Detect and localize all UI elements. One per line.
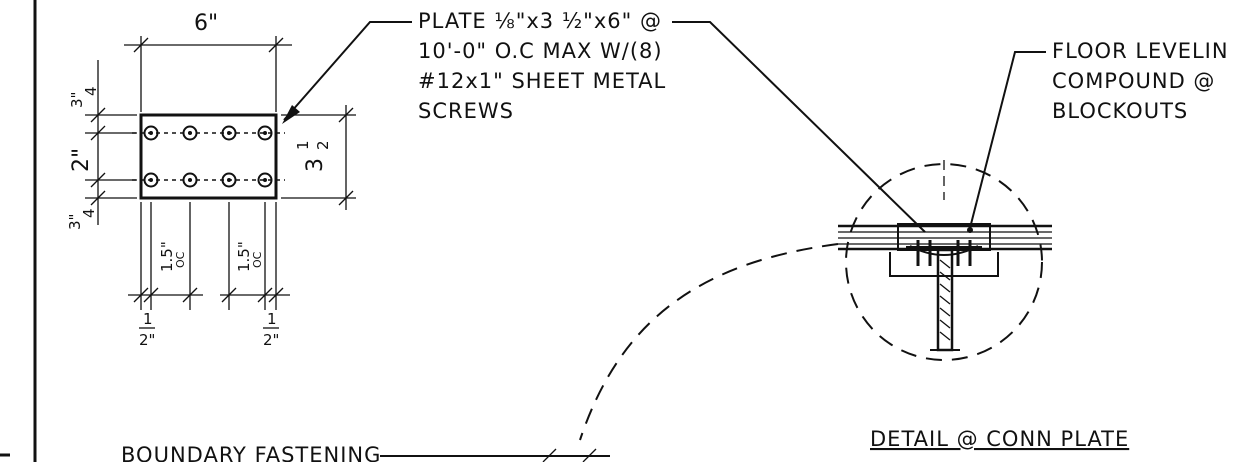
dim-edge-bottom-label: 3" bbox=[66, 214, 84, 230]
detail-title: DETAIL @ CONN PLATE bbox=[870, 427, 1129, 451]
plate-note: PLATE ⅛"x3 ½"x6" @ 10'-0" O.C MAX W/(8) … bbox=[418, 9, 666, 123]
boundary-note-leader bbox=[380, 448, 610, 462]
plate-note-line-1: PLATE ⅛"x3 ½"x6" @ bbox=[418, 9, 662, 33]
floor-note-leader bbox=[969, 51, 1046, 229]
floor-note-line-3: BLOCKOUTS bbox=[1052, 99, 1188, 123]
plate-note-leader bbox=[283, 21, 412, 121]
dim-edge-left-den: 2" bbox=[139, 331, 155, 349]
dim-screw-space-b: 1.5" bbox=[235, 241, 253, 272]
dim-height-num: 1 bbox=[294, 140, 312, 150]
boundary-note: BOUNDARY FASTENING bbox=[121, 443, 381, 462]
dim-plate-width-label: 6" bbox=[194, 11, 218, 36]
callout-dashed-arc bbox=[579, 243, 839, 441]
dim-plate-height bbox=[281, 105, 356, 210]
dim-edge-right-num: 1 bbox=[267, 310, 277, 328]
dim-left-chain bbox=[85, 60, 137, 225]
plate-note-line-4: SCREWS bbox=[418, 99, 514, 123]
dim-plate-width bbox=[124, 36, 292, 112]
floor-note: FLOOR LEVELIN COMPOUND @ BLOCKOUTS bbox=[1052, 39, 1229, 123]
floor-section bbox=[838, 223, 1052, 352]
floor-note-line-2: COMPOUND @ bbox=[1052, 69, 1215, 93]
dim-screw-space-a: 1.5" bbox=[158, 241, 176, 272]
dim-spacing-label: 2" bbox=[69, 148, 94, 172]
dim-edge-left-num: 1 bbox=[143, 310, 153, 328]
dim-screw-space-a-sub: OC bbox=[174, 251, 187, 268]
dim-edge-right-den: 2" bbox=[263, 331, 279, 349]
plate-plan-view: 6" 3" 4 2" 3" 4 bbox=[66, 11, 356, 349]
detail-circle bbox=[845, 163, 1043, 361]
dim-edge-bottom-frac: 4 bbox=[80, 208, 98, 218]
dim-bottom-chain bbox=[128, 202, 290, 310]
plate-note-line-3: #12x1" SHEET METAL bbox=[418, 69, 666, 93]
dim-height-den: 2 bbox=[314, 140, 332, 150]
plate-note-leader-right bbox=[672, 21, 926, 233]
floor-note-line-1: FLOOR LEVELIN bbox=[1052, 39, 1229, 63]
plate-leader-arrowhead bbox=[282, 105, 300, 124]
dim-edge-top-frac: 4 bbox=[82, 86, 100, 96]
dim-edge-top-label: 3" bbox=[68, 92, 86, 108]
dim-screw-space-b-sub: OC bbox=[251, 251, 264, 268]
screw-holes bbox=[143, 125, 273, 188]
dim-height-whole: 3 bbox=[303, 158, 328, 172]
plate-note-line-2: 10'-0" O.C MAX W/(8) bbox=[418, 39, 663, 63]
plate-outline bbox=[139, 113, 278, 200]
